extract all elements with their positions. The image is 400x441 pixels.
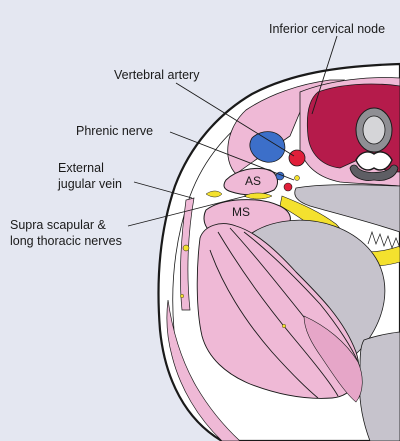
spinal-cord (355, 151, 393, 171)
label-suprascapular-1: Supra scapular & (10, 218, 107, 232)
long-thoracic-nerve (243, 192, 273, 200)
leader-inferior-cervical-node (311, 35, 338, 115)
phrenic-nerve-dot (294, 175, 300, 181)
vertebral-vein (249, 131, 286, 163)
leader-phrenic-nerve (169, 131, 295, 181)
label-middle-scalene: MS (232, 205, 250, 219)
label-inferior-cervical-node: Inferior cervical node (269, 22, 385, 36)
transverse-process (294, 184, 400, 233)
platysma-strip (180, 197, 195, 311)
vertebra-lamina (349, 164, 399, 181)
subscapularis-muscle (303, 315, 363, 403)
scapula-bone (359, 331, 400, 441)
leader-vertebral-artery (175, 82, 295, 157)
label-anterior-scalene: AS (245, 174, 261, 188)
plexus-teeth (367, 230, 400, 250)
small-node-2 (179, 294, 184, 299)
muscle-fiber-4 (243, 231, 359, 363)
label-vertebral-artery: Vertebral artery (114, 68, 200, 82)
vertebral-canal (362, 115, 386, 145)
muscle-fiber-3 (209, 249, 319, 399)
small-node-1 (282, 324, 287, 329)
label-phrenic-nerve: Phrenic nerve (76, 124, 153, 138)
label-suprascapular-2: long thoracic nerves (10, 234, 122, 248)
label-external-jugular-vein-2: jugular vein (57, 177, 122, 191)
deltoid-muscle (166, 299, 241, 441)
leader-external-jugular-vein (133, 181, 193, 199)
leader-suprascapular (127, 195, 247, 227)
nerve-dot-small (182, 244, 190, 252)
suprascapular-nerve (205, 190, 223, 198)
anterior-scalene-muscle (223, 167, 278, 196)
phrenic-vessel-red (283, 182, 293, 192)
vertebral-artery (288, 149, 306, 167)
muscle-fiber-1 (217, 231, 339, 397)
label-external-jugular-vein-1: External (58, 161, 104, 175)
